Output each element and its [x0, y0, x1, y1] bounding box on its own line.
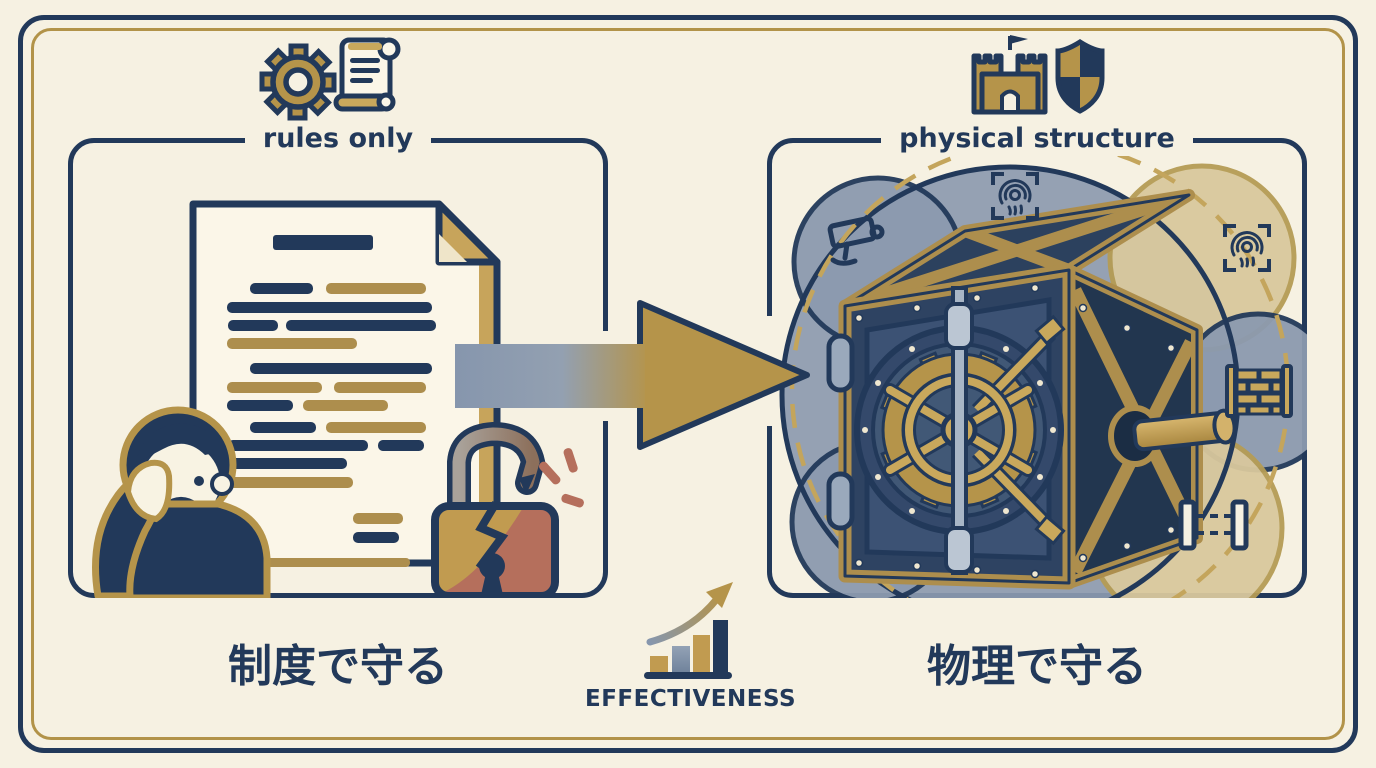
effectiveness-label: EFFECTIVENESS	[585, 686, 797, 712]
keyhole	[479, 553, 505, 579]
effectiveness-chart-icon	[644, 582, 733, 679]
vault	[826, 189, 1237, 590]
worried-person	[92, 406, 271, 598]
brick-wall-icon	[1225, 364, 1293, 418]
door-rod	[944, 286, 974, 575]
alert-sparks	[538, 448, 584, 508]
physical-caption: 物理で守る	[927, 641, 1147, 692]
document-text-lines	[227, 283, 436, 567]
rules-header-icons	[68, 30, 608, 122]
fingerprint-scan-icon	[991, 172, 1039, 220]
fingerprint-scan-icon	[1223, 224, 1271, 272]
outer-frame-border	[18, 15, 1358, 753]
barrier-icon	[1178, 499, 1249, 551]
rules-only-label: rules only	[244, 122, 432, 156]
bar-3	[693, 635, 710, 673]
bar-1	[650, 656, 668, 673]
physical-structure-label: physical structure	[881, 122, 1193, 156]
growth-curve	[646, 596, 720, 646]
lock-crack	[475, 500, 509, 571]
shield-icon	[1055, 39, 1105, 114]
right-arrow	[455, 300, 810, 450]
rivets	[854, 283, 1176, 579]
rules-only-label-wrap: rules only	[68, 122, 608, 156]
physical-panel-art	[779, 139, 1307, 598]
person-hand	[124, 459, 173, 523]
chart-baseline	[644, 672, 732, 679]
person-eye	[194, 476, 204, 486]
scroll-icon	[333, 37, 401, 112]
rules-panel-art	[92, 200, 584, 598]
physical-structure-label-wrap: physical structure	[767, 122, 1307, 156]
physical-header-icons	[767, 30, 1307, 118]
rules-caption: 制度で守る	[228, 641, 448, 692]
castle-icon	[971, 35, 1048, 115]
rules-document	[189, 200, 501, 567]
growth-arrowhead	[706, 582, 733, 608]
bar-2	[672, 646, 690, 673]
gear-icon	[259, 43, 337, 121]
spindle-handle	[1132, 408, 1237, 452]
broken-padlock	[431, 421, 559, 598]
inner-frame-border	[31, 28, 1345, 740]
door-hinges	[826, 333, 855, 531]
security-camera-icon	[827, 216, 885, 266]
bar-4	[713, 620, 728, 673]
